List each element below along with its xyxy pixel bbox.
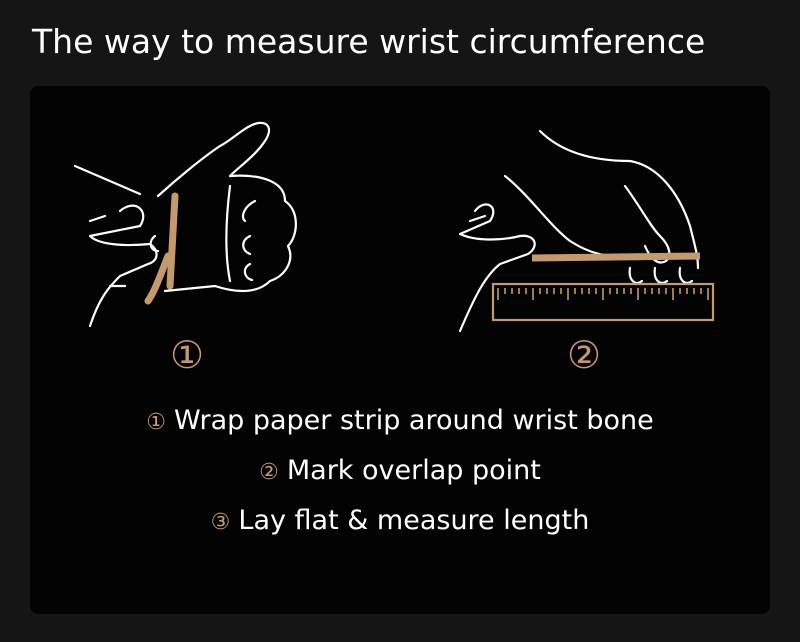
hand-wrapping-wrist-icon: [73, 121, 715, 333]
step-number: ①: [146, 410, 166, 435]
instruction-panel: ① ② ① Wrap paper strip around wrist bone …: [30, 86, 770, 614]
step-text: Mark overlap point: [286, 455, 541, 486]
step-item: ① Wrap paper strip around wrist bone: [30, 396, 770, 446]
step-number: ③: [210, 510, 231, 535]
page-title: The way to measure wrist circumference: [32, 22, 706, 61]
step-text: Wrap paper strip around wrist bone: [173, 405, 654, 436]
step-number: ②: [259, 460, 279, 485]
step-item: ② Mark overlap point: [30, 446, 770, 496]
step-text: Lay flat & measure length: [238, 505, 590, 536]
steps-list: ① Wrap paper strip around wrist bone ② Mar…: [30, 396, 770, 546]
illustration-number-1: ①: [170, 333, 205, 377]
step-item: ③ Lay flat & measure length: [30, 496, 770, 546]
illustration-number-2: ②: [567, 333, 602, 377]
